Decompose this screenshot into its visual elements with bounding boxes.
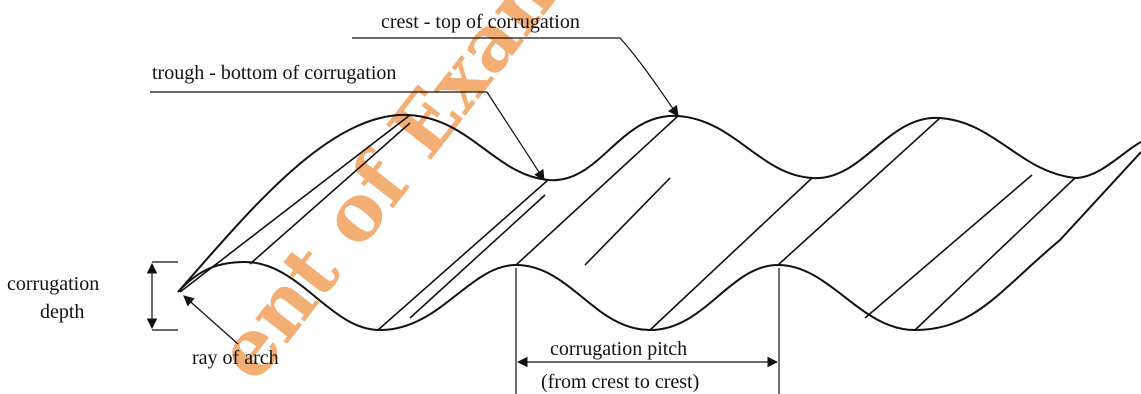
depth-label-line2: depth <box>40 301 84 323</box>
trough-label: trough - bottom of corrugation <box>152 62 396 84</box>
crest-label: crest - top of corrugation <box>381 11 580 33</box>
pitch-annotation: corrugation pitch (from crest to crest) <box>515 268 780 394</box>
trough-annotation: trough - bottom of corrugation <box>150 62 545 181</box>
depth-annotation: corrugation depth <box>7 261 178 331</box>
back-wave-edge <box>177 113 1141 293</box>
watermark-text: ent of Exam <box>198 0 591 394</box>
ray-label: ray of arch <box>192 347 279 369</box>
depth-label-line1: corrugation <box>7 273 99 295</box>
ray-annotation: ray of arch <box>183 295 279 369</box>
slant-lines <box>179 114 1076 331</box>
pitch-label-line2: (from crest to crest) <box>541 371 699 393</box>
front-wave-edge <box>177 151 1141 332</box>
pitch-label-line1: corrugation pitch <box>550 338 687 360</box>
crest-annotation: crest - top of corrugation <box>352 11 679 117</box>
